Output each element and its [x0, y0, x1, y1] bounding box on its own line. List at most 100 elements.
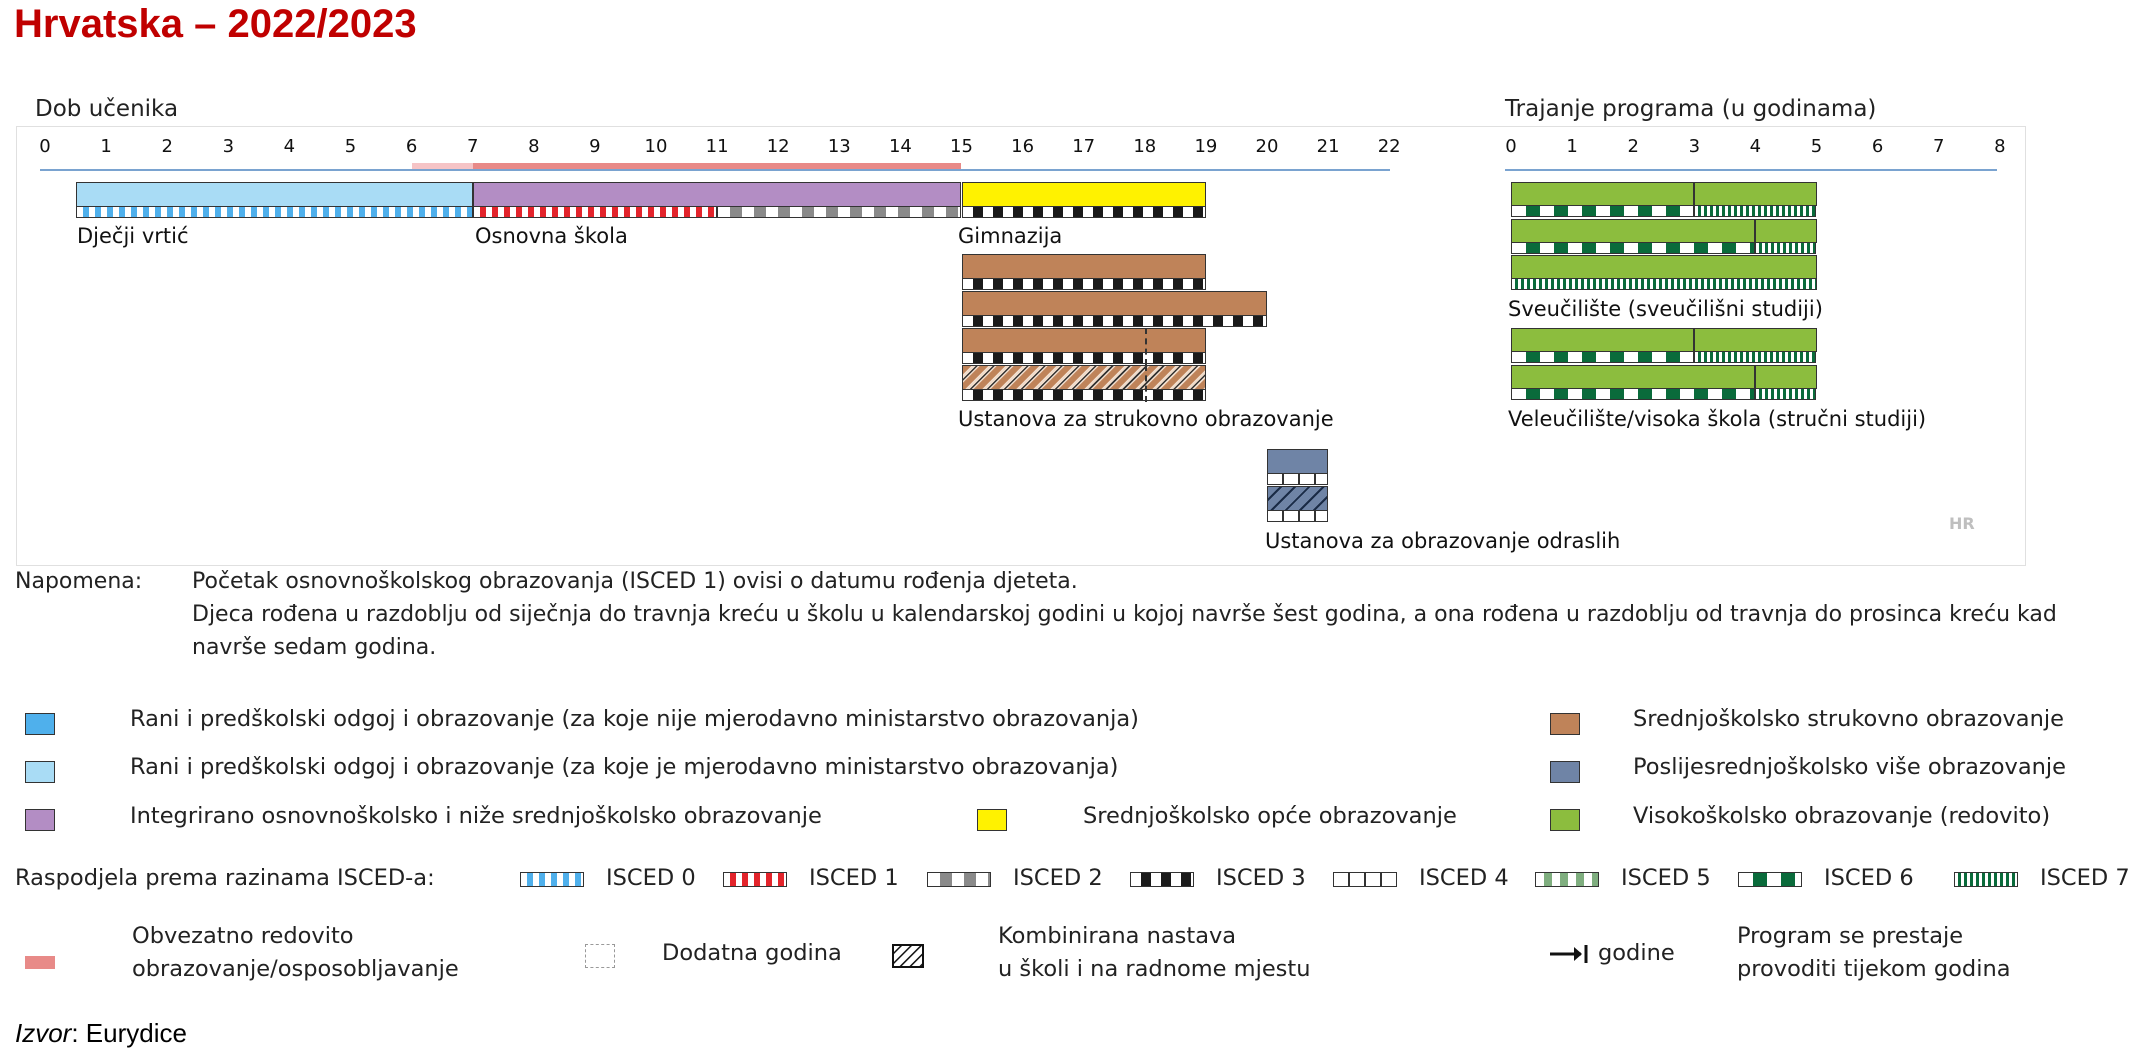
bar-adult-1: [1267, 449, 1329, 474]
isced-swatch-3: [1130, 872, 1194, 887]
strip-vocational-2: [961, 315, 1267, 327]
strip-adult-1: [1267, 473, 1329, 485]
compulsory-full: [472, 163, 962, 169]
isced-label-4: ISCED 4: [1419, 865, 1509, 891]
source-text: : Eurydice: [71, 1018, 187, 1048]
programme-strip-sveuciliste-1-a: [1511, 205, 1695, 217]
bar-djecji-vrtic: [75, 182, 473, 207]
legend-general: Srednjoškolsko opće obrazovanje: [1083, 803, 1457, 829]
label-odrasli: Ustanova za obrazovanje odraslih: [1265, 529, 1621, 553]
note-line-2: Djeca rođena u razdoblju od siječnja do …: [192, 602, 2057, 627]
age-tick: 4: [283, 136, 296, 157]
programme-strip-veleuciliste-1-a: [1511, 351, 1695, 363]
isced-swatch-5: [1535, 872, 1599, 887]
age-tick: 17: [1072, 136, 1096, 157]
legend-post-secondary: Poslijesrednjoškolsko više obrazovanje: [1633, 754, 2066, 780]
programme-strip-veleuciliste-1-b: [1694, 351, 1817, 363]
bar-osnovna-skola: [472, 182, 962, 207]
label-strukovno: Ustanova za strukovno obrazovanje: [958, 407, 1334, 431]
bar-gimnazija: [961, 182, 1206, 207]
age-axis-line: [40, 169, 1390, 171]
age-tick: 15: [950, 136, 973, 157]
age-tick: 9: [589, 136, 601, 157]
age-tick: 14: [888, 136, 912, 157]
duration-tick: 6: [1871, 136, 1884, 157]
programme-divider-sveuciliste-1: [1693, 182, 1696, 206]
bar-adult-2: [1267, 486, 1329, 511]
age-tick: 16: [1011, 136, 1035, 157]
programme-strip-veleuciliste-2-b: [1755, 388, 1817, 400]
isced-swatch-6: [1738, 872, 1802, 887]
label-osnovna-skola: Osnovna škola: [475, 224, 628, 248]
extra-year-divider-vocational-4: [1144, 365, 1147, 402]
symbol-discontinued-line-1: Program se prestaje: [1737, 923, 1964, 949]
duration-tick: 1: [1566, 136, 1578, 157]
symbol-compulsory-line-1: Obvezatno redovito: [132, 923, 354, 949]
programme-strip-sveuciliste-1-b: [1694, 205, 1817, 217]
age-tick: 12: [766, 136, 790, 157]
note-label: Napomena:: [15, 569, 143, 594]
age-tick: 20: [1255, 136, 1279, 157]
legend-swatch-general: [977, 809, 1007, 831]
legend-swatch-tertiary: [1550, 809, 1580, 831]
programme-veleuciliste-2: [1511, 365, 1817, 389]
programme-strip-veleuciliste-2-a: [1511, 388, 1756, 400]
duration-axis-line: [1505, 169, 1997, 171]
duration-tick: 5: [1810, 136, 1823, 157]
isced-label-2: ISCED 2: [1013, 865, 1103, 891]
strip-adult-2: [1267, 510, 1329, 522]
symbol-years: godine: [1598, 940, 1675, 966]
label-sveuciliste: Sveučilište (sveučilišni studiji): [1508, 297, 1823, 321]
age-axis-title: Dob učenika: [35, 96, 179, 122]
symbol-extra-year: Dodatna godina: [662, 940, 842, 966]
symbol-combined-line-2: u školi i na radnome mjestu: [998, 956, 1311, 982]
compulsory-partial: [411, 163, 473, 169]
age-tick: 1: [100, 136, 112, 157]
symbol-compulsory-line-2: obrazovanje/osposobljavanje: [132, 956, 459, 982]
isced-legend-label: Raspodjela prema razinama ISCED-a:: [15, 865, 435, 891]
strip-gimnazija: [961, 206, 1206, 218]
note-line-3: navrše sedam godina.: [192, 635, 437, 660]
symbol-combined-line-1: Kombinirana nastava: [998, 923, 1237, 949]
age-tick: 5: [344, 136, 357, 157]
age-tick: 2: [161, 136, 173, 157]
duration-tick: 7: [1932, 136, 1945, 157]
isced-swatch-4: [1333, 872, 1397, 887]
chart-frame: [16, 126, 2026, 566]
age-tick: 3: [222, 136, 235, 157]
programme-sveuciliste-3: [1511, 255, 1817, 279]
isced-label-0: ISCED 0: [606, 865, 696, 891]
bar-vocational-2: [961, 291, 1267, 316]
isced-label-6: ISCED 6: [1824, 865, 1914, 891]
legend-integrated: Integrirano osnovnoškolsko i niže srednj…: [130, 803, 822, 829]
years-arrow-icon: [1548, 942, 1590, 966]
isced-swatch-0: [520, 872, 584, 887]
strip-djecji-vrtic: [75, 206, 473, 218]
symbol-discontinued-line-2: provoditi tijekom godina: [1737, 956, 2011, 982]
age-tick: 18: [1133, 136, 1157, 157]
programme-strip-sveuciliste-3: [1511, 278, 1817, 290]
programme-strip-sveuciliste-2-b: [1755, 242, 1817, 254]
page-title: Hrvatska – 2022/2023: [14, 2, 417, 46]
duration-tick: 8: [1994, 136, 2006, 157]
legend-ecec-non-ministry: Rani i predškolski odgoj i obrazovanje (…: [130, 706, 1139, 732]
isced-label-3: ISCED 3: [1216, 865, 1306, 891]
label-gimnazija: Gimnazija: [958, 224, 1063, 248]
legend-swatch-integrated: [25, 809, 55, 831]
age-tick: 6: [405, 136, 418, 157]
legend-swatch-ecec-ministry: [25, 761, 55, 783]
bar-vocational-1: [961, 254, 1206, 279]
duration-tick: 2: [1627, 136, 1639, 157]
age-tick: 10: [644, 136, 668, 157]
legend-vocational: Srednjoškolsko strukovno obrazovanje: [1633, 706, 2064, 732]
extra-year-divider-vocational-3: [1144, 328, 1147, 365]
age-tick: 0: [39, 136, 51, 157]
duration-tick: 3: [1688, 136, 1701, 157]
combined-symbol: [892, 944, 924, 968]
legend-ecec-ministry: Rani i predškolski odgoj i obrazovanje (…: [130, 754, 1119, 780]
legend-tertiary: Visokoškolsko obrazovanje (redovito): [1633, 803, 2051, 829]
isced-swatch-2: [927, 872, 991, 887]
programme-divider-veleuciliste-2: [1754, 365, 1757, 389]
compulsory-symbol: [25, 956, 55, 969]
isced-label-7: ISCED 7: [2040, 865, 2130, 891]
